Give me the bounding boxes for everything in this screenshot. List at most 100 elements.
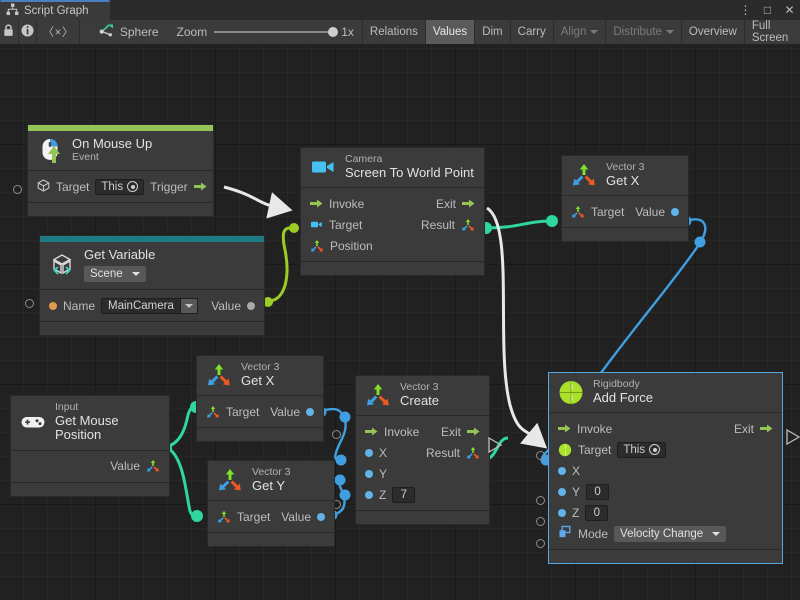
- node-body: Value: [11, 449, 169, 482]
- toolbar-overview[interactable]: Overview: [682, 20, 745, 44]
- node-get-variable[interactable]: Get Variable Scene Name MainCamera: [39, 235, 265, 337]
- node-footer: [356, 510, 489, 524]
- port-target[interactable]: Target This: [37, 178, 145, 195]
- port-target[interactable]: Target This: [558, 441, 667, 458]
- node-port-rb-target-left[interactable]: [536, 451, 545, 460]
- toolbar-relations[interactable]: Relations: [363, 20, 426, 44]
- toolbar-align[interactable]: Align: [554, 20, 607, 44]
- toolbar-fullscreen[interactable]: Full Screen: [751, 20, 789, 44]
- node-row-target: Target Value: [206, 401, 314, 422]
- z-value-input[interactable]: 0: [585, 504, 609, 521]
- float-port-icon: [317, 512, 325, 521]
- port-target[interactable]: Target: [571, 205, 624, 219]
- window-controls: ⋮ □ ✕: [739, 0, 796, 20]
- window-maximize-button[interactable]: □: [763, 3, 772, 17]
- port-y[interactable]: Y 0: [558, 483, 610, 500]
- port-invoke[interactable]: Invoke: [558, 422, 612, 436]
- vector3-icon: [147, 460, 159, 472]
- chevron-down-icon[interactable]: [179, 297, 198, 314]
- z-value-input[interactable]: 7: [392, 486, 416, 503]
- node-port-rb-z-left[interactable]: [536, 517, 545, 526]
- port-z[interactable]: Z 0: [558, 504, 609, 521]
- port-result[interactable]: Result: [426, 446, 480, 460]
- port-position[interactable]: Position: [310, 239, 373, 253]
- vector3-icon: [206, 362, 232, 388]
- variable-name-dropdown[interactable]: MainCamera: [101, 297, 198, 314]
- node-port-rb-y-left[interactable]: [536, 496, 545, 505]
- toolbar-distribute-label: Distribute: [613, 26, 662, 38]
- tab-label: Script Graph: [24, 5, 89, 17]
- node-port-create-invoke-left[interactable]: [332, 430, 341, 439]
- port-invoke[interactable]: Invoke: [310, 197, 364, 211]
- toolbar-carry[interactable]: Carry: [511, 20, 554, 44]
- node-vector3-get-x-top[interactable]: Vector 3 Get X Target Value: [561, 155, 689, 243]
- node-vector3-get-x-mid[interactable]: Vector 3 Get X Target Value: [196, 355, 324, 443]
- tab-script-graph[interactable]: Script Graph: [0, 0, 110, 20]
- node-on-mouse-up[interactable]: On Mouse Up Event Target: [27, 124, 214, 218]
- toolbar-values[interactable]: Values: [425, 20, 476, 44]
- zoom-value: 1x: [341, 25, 354, 39]
- graph-asset-icon: [99, 24, 114, 40]
- port-x[interactable]: X: [365, 446, 387, 460]
- zoom-slider[interactable]: [214, 27, 339, 37]
- toolbar-dim[interactable]: Dim: [475, 20, 511, 44]
- node-row-target: Target Result: [310, 214, 475, 235]
- node-footer: [562, 227, 688, 241]
- graph-canvas[interactable]: On Mouse Up Event Target: [0, 45, 800, 600]
- port-x[interactable]: X: [558, 464, 580, 478]
- source-code-button[interactable]: 〈×〉: [37, 20, 81, 44]
- zoom-slider-handle[interactable]: [328, 27, 339, 37]
- port-result[interactable]: Result: [421, 218, 475, 232]
- port-value[interactable]: Value: [110, 459, 160, 473]
- node-accent-bar: [40, 236, 264, 242]
- port-value[interactable]: Value: [270, 405, 314, 419]
- target-this-field[interactable]: This: [95, 178, 145, 195]
- info-button[interactable]: [19, 20, 38, 44]
- node-port-onmouseup-left[interactable]: [13, 185, 22, 194]
- port-exit[interactable]: Exit: [436, 197, 475, 211]
- y-value-input[interactable]: 0: [586, 483, 610, 500]
- port-exit[interactable]: Exit: [734, 422, 773, 436]
- port-z[interactable]: Z 7: [365, 486, 416, 503]
- port-value[interactable]: Value: [635, 205, 679, 219]
- graph-object-field[interactable]: Sphere: [93, 20, 169, 44]
- node-camera-screen-to-world-point[interactable]: Camera Screen To World Point Invoke Exit: [300, 147, 485, 277]
- port-invoke[interactable]: Invoke: [365, 425, 419, 439]
- chevron-down-icon: [712, 531, 721, 536]
- node-input-get-mouse-position[interactable]: Input Get Mouse Position Value: [10, 395, 170, 497]
- node-rigidbody-add-force[interactable]: Rigidbody Add Force Invoke Exit: [548, 372, 783, 565]
- object-picker-icon[interactable]: [127, 181, 139, 193]
- port-target[interactable]: Target: [217, 510, 270, 524]
- port-trigger[interactable]: Trigger: [150, 180, 207, 194]
- force-mode-dropdown[interactable]: Velocity Change: [614, 525, 727, 542]
- rigidbody-icon: [558, 379, 584, 405]
- object-picker-icon[interactable]: [649, 444, 661, 456]
- node-title: Screen To World Point: [345, 164, 474, 180]
- port-target[interactable]: Target: [310, 218, 362, 232]
- port-target-label: Target: [226, 404, 260, 419]
- vector3-icon: [207, 405, 219, 418]
- node-port-getvariable-left[interactable]: [25, 299, 34, 308]
- node-title: Get X: [241, 372, 275, 388]
- node-vector3-get-y[interactable]: Vector 3 Get Y Target Value: [207, 460, 335, 548]
- node-body: Target Value: [197, 395, 323, 427]
- port-name[interactable]: Name MainCamera: [49, 297, 198, 314]
- port-value[interactable]: Value: [211, 299, 255, 313]
- node-titles: On Mouse Up Event: [72, 136, 152, 163]
- variable-name-value: MainCamera: [101, 297, 180, 314]
- port-mode[interactable]: Mode Velocity Change: [558, 525, 727, 542]
- toolbar-distribute[interactable]: Distribute: [606, 20, 682, 44]
- lock-button[interactable]: [0, 20, 19, 44]
- window-close-button[interactable]: ✕: [784, 3, 795, 17]
- window-menu-button[interactable]: ⋮: [739, 3, 752, 17]
- node-row-x: X: [558, 460, 773, 481]
- node-port-rb-mode-left[interactable]: [536, 539, 545, 548]
- port-value[interactable]: Value: [281, 510, 325, 524]
- variable-kind-dropdown[interactable]: Scene: [84, 265, 146, 283]
- port-y[interactable]: Y: [365, 467, 387, 481]
- port-target[interactable]: Target: [206, 405, 259, 419]
- zoom-control[interactable]: Zoom 1x: [169, 20, 363, 44]
- target-this-field[interactable]: This: [617, 441, 667, 458]
- port-exit[interactable]: Exit: [441, 425, 480, 439]
- node-vector3-create[interactable]: Vector 3 Create Invoke Exit: [355, 375, 490, 526]
